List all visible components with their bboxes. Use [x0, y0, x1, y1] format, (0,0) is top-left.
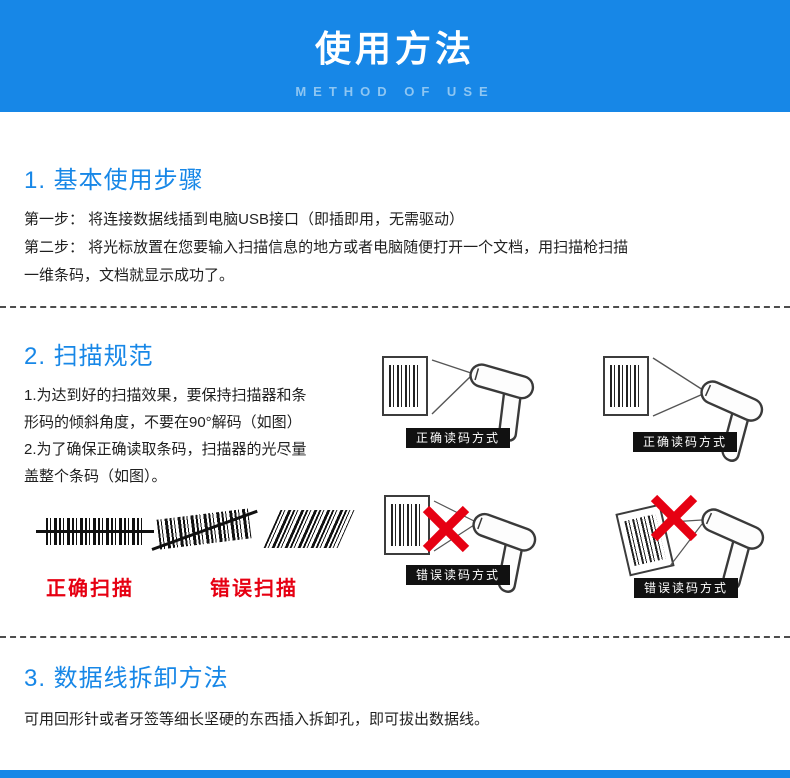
laser-line: [652, 357, 704, 391]
header-banner: 使用方法 METHOD OF USE: [0, 0, 790, 112]
read-method-label: 正确读码方式: [633, 432, 738, 452]
scanner-icon: [701, 508, 765, 590]
read-method-label: 错误读码方式: [634, 578, 739, 598]
laser-line: [431, 359, 472, 374]
barcode-icon: [382, 356, 428, 416]
section3-text: 可用回形针或者牙签等细长坚硬的东西插入拆卸孔，即可拔出数据线。: [24, 711, 490, 728]
section1-heading: 1. 基本使用步骤: [24, 167, 204, 194]
scan-rule-line3: 2.为了确保正确读取条码，扫描器的光尽量: [24, 441, 307, 458]
correct-scan-label: 正确扫描: [46, 578, 134, 600]
red-x-icon: [650, 494, 698, 542]
correct-read-illustration-2: 正确读码方式: [585, 350, 790, 500]
scan-rule-line2: 形码的倾斜角度，不要在90°解码（如图）: [24, 414, 302, 431]
barcode-icon: [384, 495, 430, 555]
page-subtitle: METHOD OF USE: [295, 84, 495, 99]
dashed-divider-1: [0, 306, 790, 308]
page-title: 使用方法: [314, 28, 475, 69]
scanner-scene-graphic: [431, 359, 535, 442]
scanner-scene-graphic: [422, 500, 537, 594]
laser-line: [652, 393, 704, 417]
laser-line: [433, 500, 475, 522]
footer-bar: [0, 770, 790, 778]
wrong-read-illustration-1: 错误读码方式: [366, 485, 584, 615]
step2-text-line1: 第二步： 将光标放置在您要输入扫描信息的地方或者电脑随便打开一个文档，用扫描枪扫…: [24, 239, 629, 256]
laser-line-horizontal: [36, 530, 154, 533]
laser-line: [669, 523, 703, 567]
red-x-icon: [422, 505, 470, 553]
read-method-label: 错误读码方式: [406, 565, 511, 585]
read-method-label: 正确读码方式: [406, 428, 511, 448]
step2-text-line2: 一维条码，文档就显示成功了。: [24, 267, 235, 284]
scanner-scene-graphic: [652, 357, 764, 462]
barcode-skewed-sample: [263, 510, 355, 548]
dashed-divider-2: [0, 636, 790, 638]
step1-text: 第一步： 将连接数据线插到电脑USB接口（即插即用，无需驱动）: [24, 211, 465, 228]
scan-rule-line1: 1.为达到好的扫描效果，要保持扫描器和条: [24, 387, 307, 404]
section3-heading: 3. 数据线拆卸方法: [24, 665, 229, 692]
correct-read-illustration-1: 正确读码方式: [366, 348, 584, 498]
barcode-bars-icon: [391, 504, 423, 546]
scan-rule-line4: 盖整个条码（如图）。: [24, 468, 167, 485]
laser-line: [431, 375, 472, 415]
barcode-bars-icon: [389, 365, 421, 407]
wrong-scan-label: 错误扫描: [210, 578, 298, 600]
scanner-scene-graphic: [650, 494, 765, 590]
barcode-icon: [603, 356, 649, 416]
section2-heading: 2. 扫描规范: [24, 343, 154, 370]
wrong-read-illustration-2: 错误读码方式: [598, 480, 790, 610]
barcode-bars-icon: [610, 365, 642, 407]
